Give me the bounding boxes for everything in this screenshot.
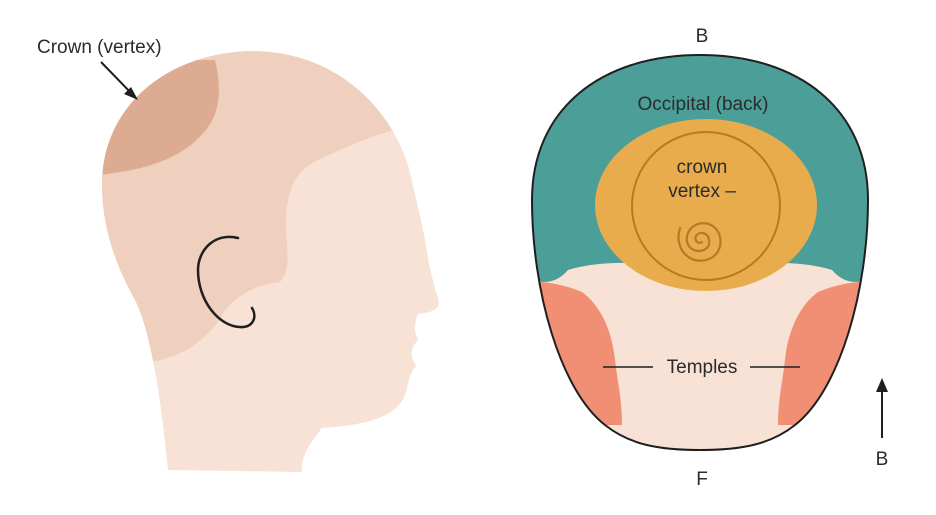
crown-arrowhead-icon: [124, 87, 138, 100]
orientation-indicator: B: [876, 378, 889, 470]
crown-label-line2: vertex –: [668, 181, 736, 202]
temples-label: Temples: [667, 357, 738, 378]
side-ear: [196, 235, 256, 329]
temples-callout: Temples: [603, 357, 800, 378]
crown-ring: [631, 131, 781, 281]
crown-label: Crown (vertex): [37, 37, 162, 58]
front-marker: F: [696, 469, 708, 490]
crown-label-line1: crown: [677, 157, 728, 178]
crown-pointer: Crown (vertex): [37, 37, 162, 100]
up-arrow-icon: [876, 378, 888, 392]
back-marker: B: [696, 26, 709, 47]
occipital-label: Occipital (back): [638, 94, 769, 115]
crown-region: [595, 119, 817, 291]
swirl-icon: [677, 222, 722, 262]
orientation-label: B: [876, 449, 889, 470]
crown-arrow-line: [100, 61, 133, 95]
top-view-head: [530, 53, 870, 452]
top-head-stroke: [530, 53, 870, 452]
side-view-head: [102, 51, 439, 473]
